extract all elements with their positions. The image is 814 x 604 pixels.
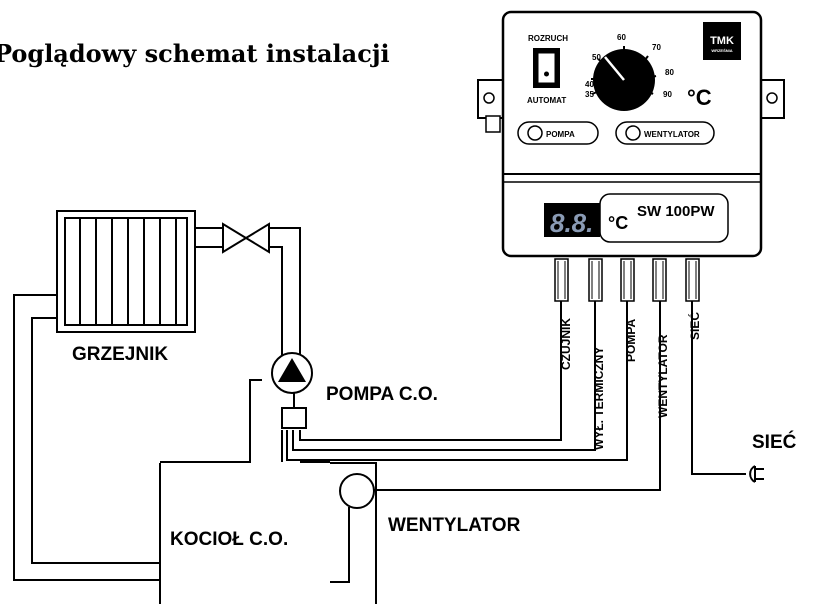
boiler: [159, 462, 377, 604]
cable-label-sensor: CZUJNIK: [559, 318, 573, 370]
model-panel: [599, 193, 729, 243]
label-mains: SIEĆ: [752, 431, 797, 453]
plug-icon: [740, 465, 764, 483]
radiator-body: [56, 210, 196, 333]
controller-cables: [286, 301, 740, 491]
brand-logo-text: TMK: [710, 35, 734, 47]
dial-tick-60: 60: [617, 33, 626, 42]
fan-button-frame[interactable]: [615, 121, 715, 145]
led-display: [544, 203, 600, 237]
diagram-title: Poglądowy schemat instalacji: [0, 39, 390, 68]
dial-unit: °C: [687, 85, 712, 110]
led-display-value: 8.8.: [550, 208, 593, 238]
dial-tick-35: 35: [585, 90, 594, 99]
pump-arrow-icon: [278, 358, 306, 382]
label-pump: POMPA C.O.: [326, 384, 438, 405]
switch-label-top: ROZRUCH: [528, 34, 568, 43]
temperature-dial[interactable]: [593, 49, 655, 111]
fan-indicator-icon: [625, 125, 641, 141]
dial-tick-40: 40: [585, 80, 594, 89]
display-unit: °C: [608, 213, 628, 233]
mount-clip-left: [485, 115, 501, 133]
fan: [330, 473, 375, 583]
fan-button[interactable]: WENTYLATOR: [615, 121, 715, 145]
pump-button-label: POMPA: [546, 130, 575, 139]
fan-circle: [339, 473, 375, 509]
pipes: [13, 227, 330, 581]
brand-logo-subtext: WRZEŚNIA: [711, 48, 732, 53]
cable-label-mains: SIEĆ: [687, 312, 702, 340]
valve-icon: [222, 222, 270, 254]
brand-logo: [703, 22, 741, 60]
label-boiler: KOCIOŁ C.O.: [170, 529, 288, 550]
cable-gland-stripes: [557, 261, 697, 299]
pump-indicator-icon: [527, 125, 543, 141]
fan-button-label: WENTYLATOR: [644, 130, 700, 139]
pump: [271, 352, 313, 429]
cable-glands: [554, 258, 700, 302]
dial-pointer: [604, 56, 625, 81]
mount-hole-right: [766, 92, 778, 104]
controller: ROZRUCH AUTOMAT 35 40 50 60 70 80 90 °C …: [477, 10, 785, 302]
label-fan: WENTYLATOR: [388, 515, 521, 536]
switch-label-bottom: AUTOMAT: [527, 96, 566, 105]
dial-tick-80: 80: [665, 68, 674, 77]
mount-hole-left: [483, 92, 495, 104]
pump-button[interactable]: POMPA: [517, 121, 599, 145]
switch-dot: [544, 71, 549, 77]
radiator: [56, 210, 196, 333]
label-radiator: GRZEJNIK: [72, 344, 168, 365]
cable-label-fan: WENTYLATOR: [656, 334, 670, 418]
dial-tick-50: 50: [592, 53, 601, 62]
dial-tick-90: 90: [663, 90, 672, 99]
model-name: SW 100PW: [637, 203, 715, 220]
radiator-inner: [64, 217, 188, 326]
dial-tick-marks: [591, 46, 657, 95]
rocker-switch-face: [537, 52, 556, 84]
dial-tick-70: 70: [652, 43, 661, 52]
pump-connector: [281, 407, 307, 429]
